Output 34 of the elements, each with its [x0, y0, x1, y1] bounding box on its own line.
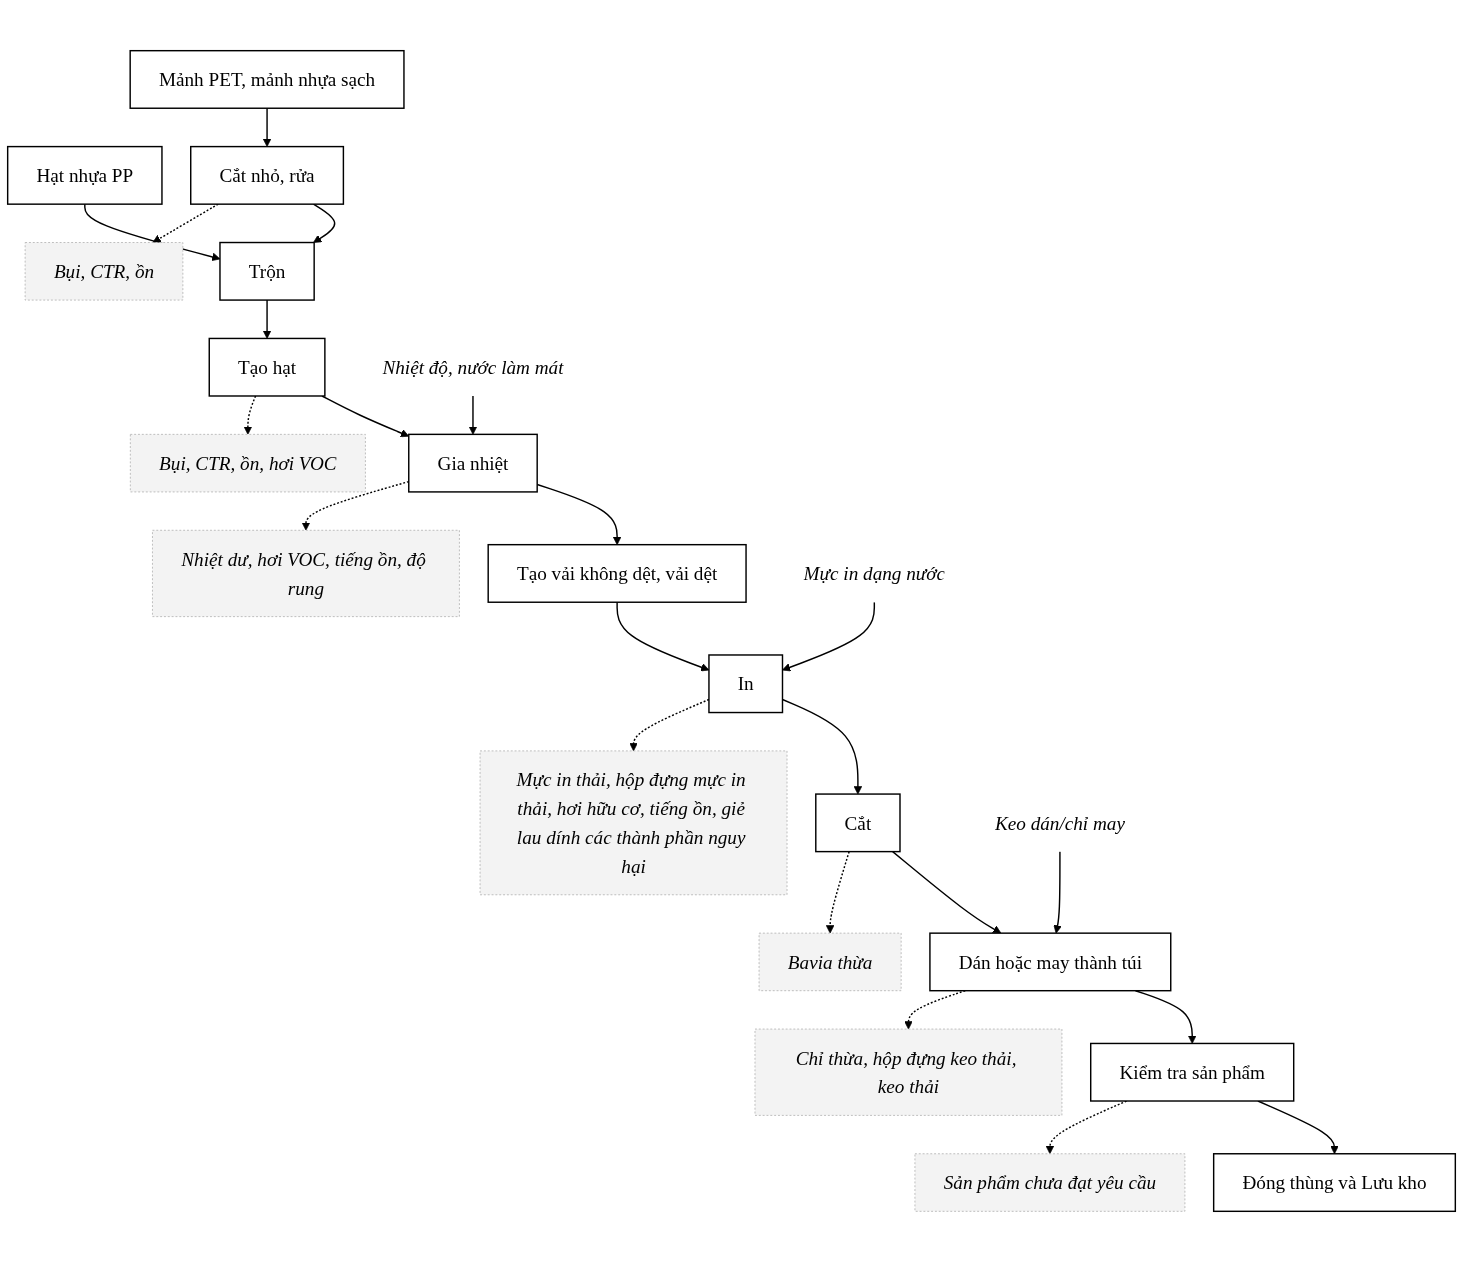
- arrow: [243, 395, 257, 435]
- node-box: Tạo hạt: [208, 337, 326, 397]
- node-box: Cắt: [815, 793, 901, 853]
- node-box: Dán hoặc may thành túi: [929, 932, 1172, 992]
- node-text: Mực in dạng nước: [803, 562, 946, 584]
- node-box: Gia nhiệt: [408, 433, 538, 493]
- node-box: Nhiệt dư, hơi VOC, tiếng ồn, độ rung: [152, 529, 460, 618]
- node-box: Bụi, CTR, ồn, hơi VOC: [129, 433, 366, 493]
- node-box: Kiểm tra sản phẩm: [1090, 1042, 1295, 1102]
- node-box: Tạo vải không dệt, vải dệt: [487, 543, 747, 603]
- node-box: Bụi, CTR, ồn: [24, 242, 184, 301]
- node-box: In: [708, 654, 784, 714]
- arrow: [312, 203, 336, 243]
- node-box: Hạt nhựa PP: [6, 145, 163, 205]
- arrow: [825, 850, 850, 934]
- arrow: [262, 107, 272, 147]
- arrow: [468, 395, 478, 435]
- arrow: [1134, 990, 1197, 1044]
- node-box: Chỉ thừa, hộp đựng keo thải, keo thải: [754, 1028, 1063, 1116]
- arrow: [782, 601, 876, 672]
- arrow: [321, 395, 410, 438]
- arrow: [262, 299, 272, 339]
- node-box: Mảnh PET, mảnh nhựa sạch: [129, 49, 405, 109]
- node-box: Trộn: [219, 241, 315, 301]
- node-text: Nhiệt độ, nước làm mát: [382, 356, 564, 378]
- node-box: Cắt nhỏ, rửa: [190, 145, 345, 205]
- node-box: Bavia thừa: [758, 932, 902, 992]
- arrow: [891, 850, 1002, 934]
- arrow: [1257, 1100, 1339, 1155]
- node-text: Keo dán/chỉ may: [994, 812, 1125, 834]
- node-box: Đóng thùng và Lưu kho: [1212, 1153, 1457, 1213]
- node-box: Sản phẩm chưa đạt yêu cầu: [914, 1153, 1186, 1212]
- node-box: Mực in thải, hộp đựng mực in thải, hơi hữu cơ, tiếng ồn, giẻ lau dính các thành phần nguy hại: [479, 750, 788, 896]
- arrow: [1053, 850, 1062, 934]
